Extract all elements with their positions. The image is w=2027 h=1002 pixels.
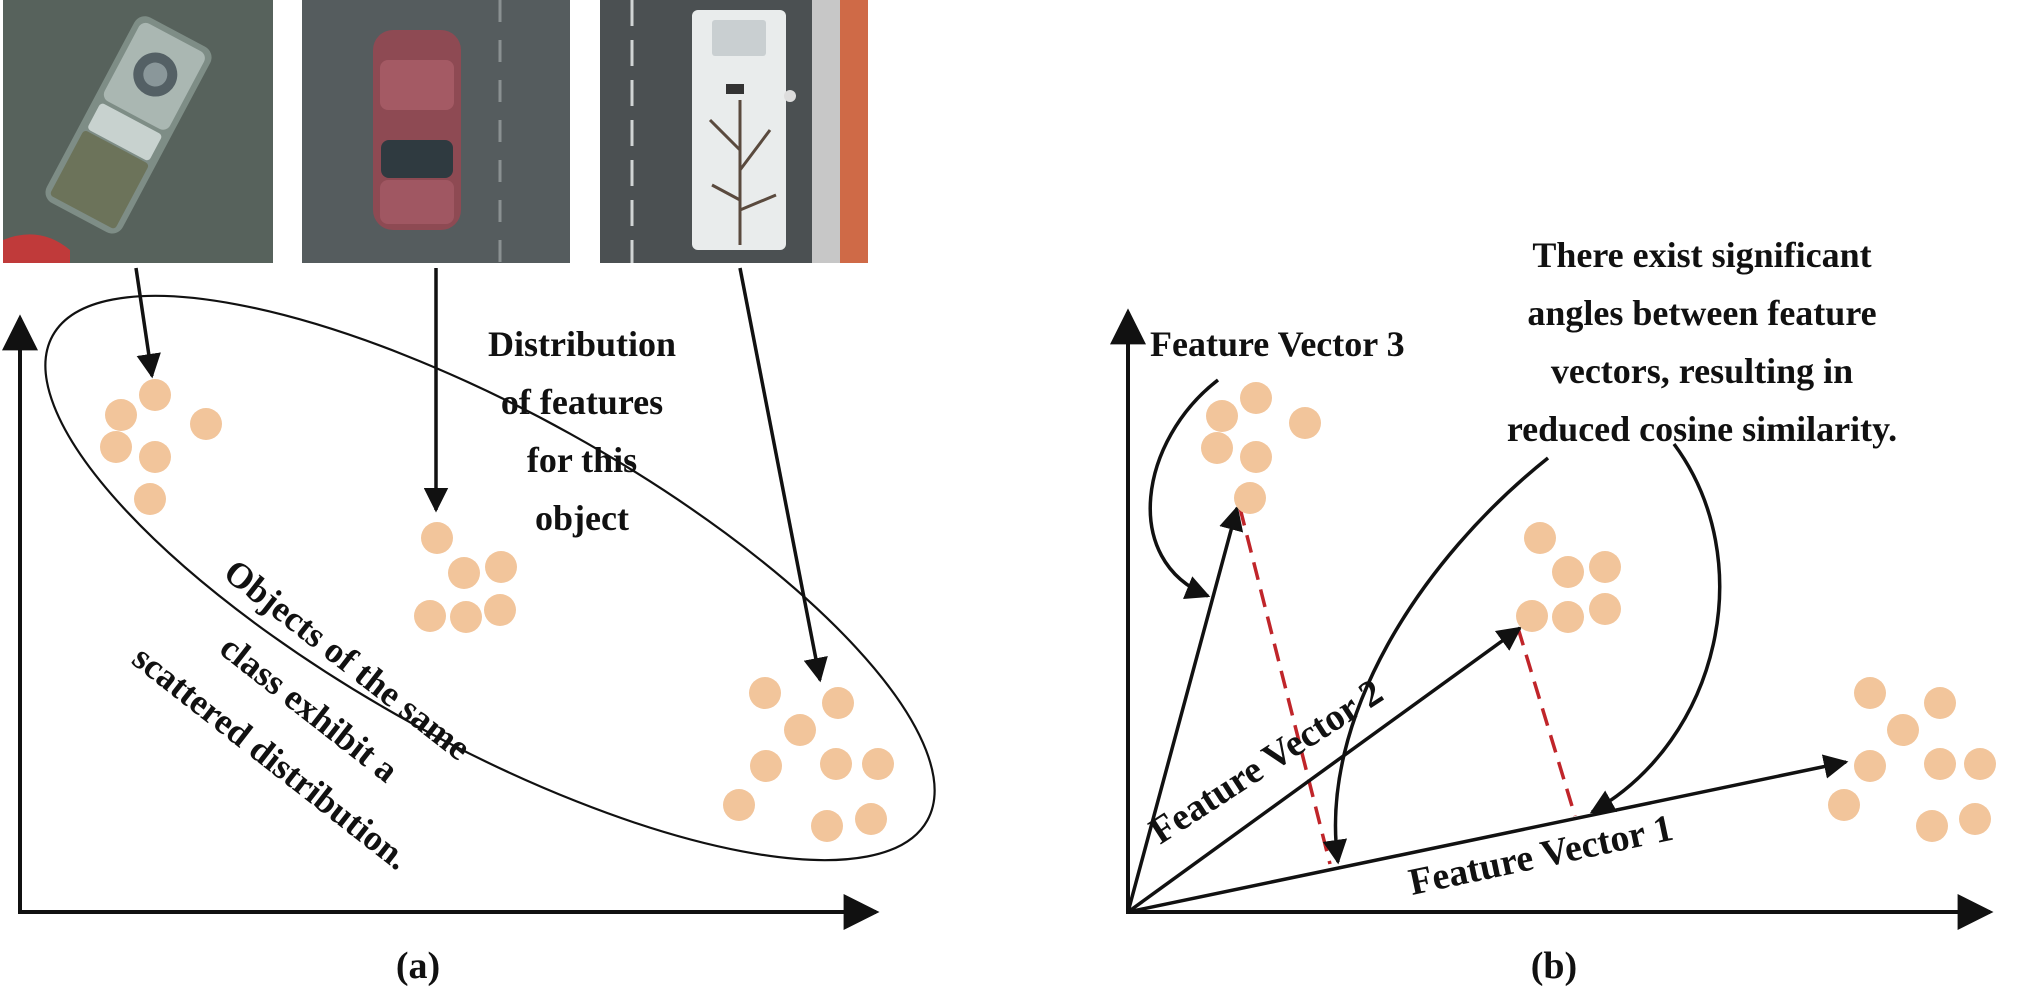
- truck-photo: [3, 0, 273, 263]
- curve-arrow-vector-2: [1322, 456, 1550, 865]
- angle-note: There exist significant angles between f…: [1507, 235, 1897, 449]
- angle-note-line-1: There exist significant: [1532, 235, 1871, 275]
- projection-line-3: [1238, 507, 1332, 865]
- distribution-label-line-3: for this: [527, 440, 637, 480]
- angle-note-line-3: vectors, resulting in: [1551, 351, 1853, 391]
- feature-vector-1-arrow: [1127, 754, 1849, 914]
- car-photo: [302, 0, 570, 263]
- cluster-vector-1: [1828, 677, 1996, 842]
- cluster-truck: [100, 379, 222, 515]
- feature-vector-3-label: Feature Vector 3: [1150, 324, 1405, 364]
- cluster-vector-2: [1516, 522, 1621, 633]
- curve-arrow-vector-1: [1589, 442, 1722, 814]
- cluster-bus: [723, 677, 894, 842]
- distribution-label-line-2: of features: [501, 382, 663, 422]
- feature-vector-2-arrow: [1126, 626, 1522, 914]
- panel-a: Distribution of features for this object…: [1, 0, 936, 987]
- projection-line-2: [1516, 627, 1577, 817]
- distribution-ellipse: [44, 294, 936, 862]
- distribution-label: Distribution of features for this object: [488, 324, 676, 538]
- angle-note-line-4: reduced cosine similarity.: [1507, 409, 1897, 449]
- truck-arrow: [134, 267, 161, 379]
- cluster-vector-3: [1201, 382, 1321, 514]
- angle-note-line-2: angles between feature: [1527, 293, 1876, 333]
- feature-vector-3-arrow: [1126, 505, 1244, 913]
- feature-vector-2-label: Feature Vector 2: [1142, 671, 1390, 853]
- bus-photo: [600, 0, 868, 263]
- curve-arrow-vector-3: [1148, 378, 1220, 599]
- panel-a-caption: (a): [396, 945, 440, 987]
- panel-b-caption: (b): [1531, 945, 1577, 987]
- distribution-label-line-1: Distribution: [488, 324, 676, 364]
- feature-vector-1-label: Feature Vector 1: [1405, 807, 1677, 904]
- bus-arrow: [738, 267, 828, 683]
- scatter-label: Objects of the same class exhibit a scat…: [125, 551, 478, 877]
- distribution-label-line-4: object: [535, 498, 629, 538]
- cluster-car: [414, 522, 517, 633]
- panel-b: Feature Vector 3 Feature Vector 2 Featur…: [1110, 235, 1996, 987]
